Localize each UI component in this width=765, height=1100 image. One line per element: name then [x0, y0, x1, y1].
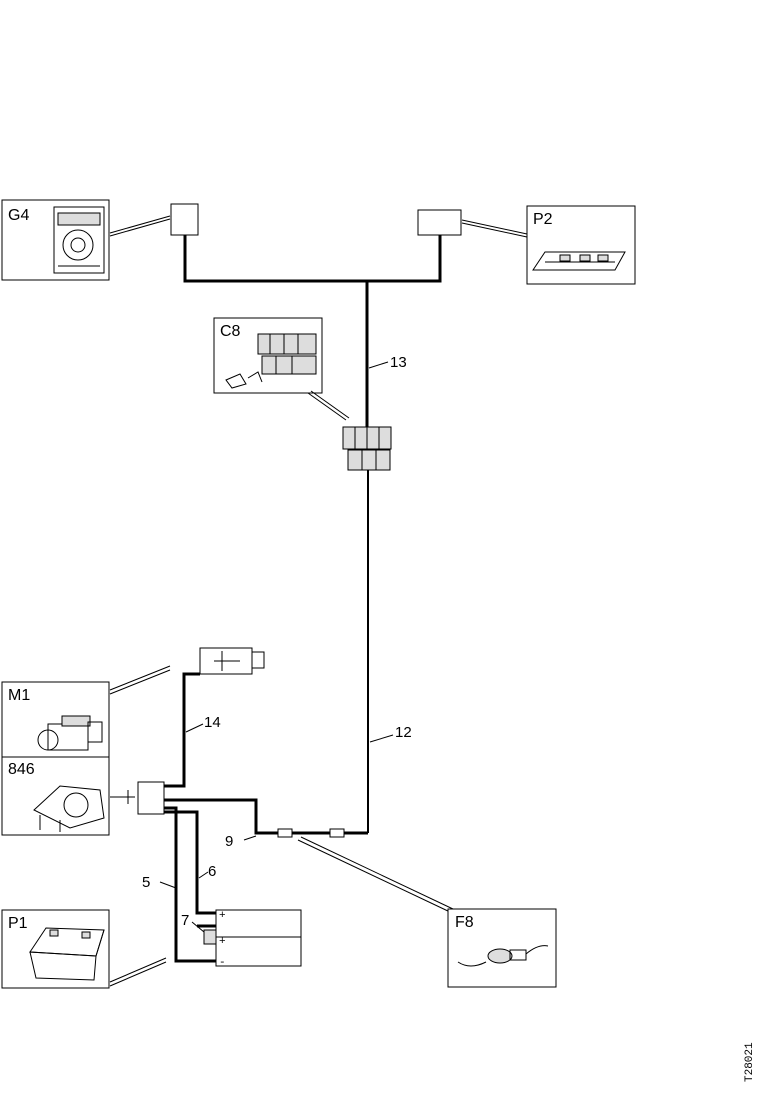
p1-code: P1	[8, 915, 28, 932]
leader-13	[368, 361, 389, 369]
c8-connector-block	[342, 426, 392, 471]
leader-p2	[461, 219, 528, 238]
f8-frame	[447, 908, 557, 988]
leader-m1	[109, 665, 171, 695]
wire-5-label: 5	[142, 874, 150, 891]
component-f8: F8	[447, 908, 557, 988]
sensor-icon	[457, 945, 549, 967]
wire-12-label: 12	[395, 724, 412, 741]
component-p2: P2	[526, 205, 636, 285]
f8-code: F8	[455, 914, 474, 931]
wire-6	[164, 810, 216, 915]
top-harness	[183, 235, 442, 430]
846-connector	[137, 781, 165, 815]
terminal-minus: -	[219, 957, 226, 969]
inline-connector-1	[277, 828, 293, 838]
component-g4: G4	[1, 199, 110, 281]
relay-panel-icon	[532, 251, 626, 271]
battery-terminal-block: + + -	[215, 909, 302, 969]
wire-5	[164, 806, 216, 963]
wire-6-label: 6	[208, 863, 216, 880]
component-c8: C8	[213, 317, 323, 394]
leader-9	[243, 835, 257, 841]
p1-frame	[1, 909, 110, 989]
leader-6	[198, 871, 209, 879]
multi-connector-icon	[225, 333, 317, 389]
leader-12	[369, 734, 394, 743]
wire-13-label: 13	[390, 354, 407, 371]
tachograph-icon	[53, 206, 105, 274]
inline-connector-2	[329, 828, 345, 838]
p2-connector	[417, 209, 462, 236]
wire-14-label: 14	[204, 714, 221, 731]
wire-14	[164, 672, 200, 788]
leader-g4	[109, 215, 171, 237]
starter-motor-icon	[37, 715, 103, 751]
component-846: 846	[1, 756, 110, 836]
m1-frame	[1, 681, 110, 758]
leader-7	[191, 921, 205, 933]
wire-7-label: 7	[181, 912, 189, 929]
g4-code: G4	[8, 207, 29, 224]
component-p1: P1	[1, 909, 110, 989]
c8-code: C8	[220, 323, 241, 340]
846-code: 846	[8, 761, 35, 778]
fuse-7	[197, 924, 217, 945]
m1-code: M1	[8, 687, 30, 704]
wire-9	[164, 798, 368, 835]
leader-f8	[297, 836, 454, 913]
g4-connector	[170, 203, 199, 236]
m1-connector	[199, 647, 265, 675]
alternator-icon	[33, 785, 105, 832]
battery-icon	[29, 927, 105, 981]
leader-14	[185, 723, 204, 733]
wire-9-label: 9	[225, 833, 233, 850]
p2-frame	[526, 205, 636, 285]
figure-ref: T28021	[744, 1042, 756, 1082]
leader-c8	[307, 390, 350, 421]
component-m1: M1	[1, 681, 110, 758]
leader-p1	[109, 957, 167, 987]
leader-846	[110, 790, 135, 804]
p2-code: P2	[533, 211, 553, 228]
terminal-plus-1: +	[219, 910, 226, 922]
leader-5	[159, 881, 177, 889]
terminal-plus-2: +	[219, 936, 226, 948]
